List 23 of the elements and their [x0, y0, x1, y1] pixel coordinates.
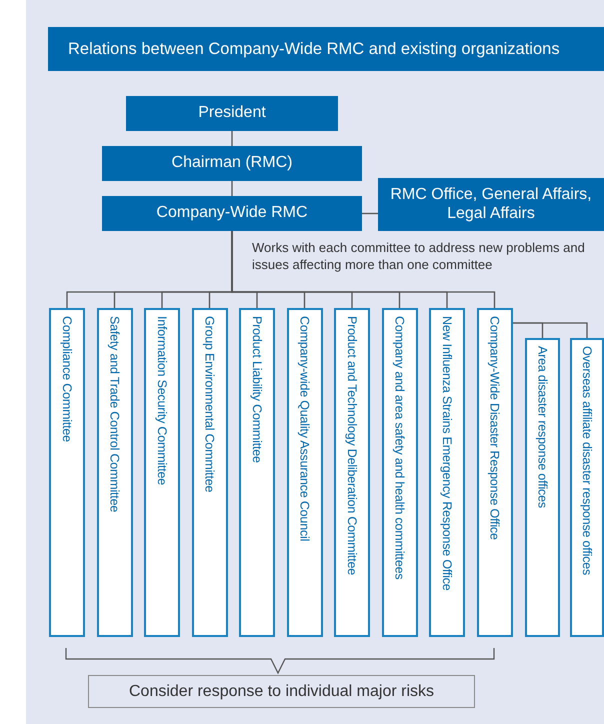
org-box: President: [126, 96, 338, 131]
committee-box: Company and area safety and health committees: [382, 308, 418, 637]
committee-box: Group Environmental Committee: [192, 308, 228, 637]
note-box: Consider response to individual major risks: [88, 675, 475, 708]
committee-box: New Influenza Strains Emergency Response Office: [429, 308, 465, 637]
connector-line: [231, 181, 233, 196]
committee-box: Product and Technology Deliberation Committee: [334, 308, 370, 637]
committee-box: Compliance Committee: [49, 308, 85, 637]
org-box: Chairman (RMC): [102, 146, 362, 181]
committee-box: Safety and Trade Control Committee: [96, 308, 132, 637]
committee-box: Overseas affiliate disaster response offices: [570, 338, 604, 637]
committee-box: Company-wide Quality Assurance Council: [286, 308, 322, 637]
org-box: RMC Office, General Affairs, Legal Affairs: [378, 178, 604, 231]
committee-box: Product Liability Committee: [239, 308, 275, 637]
committee-box: Company-Wide Disaster Response Office: [476, 308, 512, 637]
connector-line: [231, 231, 496, 308]
connector-line: [362, 212, 378, 214]
connector-line: [231, 131, 233, 146]
title-banner: Relations between Company-Wide RMC and existing organizations: [48, 27, 604, 71]
connector-line: [512, 322, 588, 338]
committee-box: Area disaster response offices: [525, 338, 560, 637]
org-box: Company-Wide RMC: [102, 196, 362, 231]
committee-box: Information Security Committee: [144, 308, 180, 637]
